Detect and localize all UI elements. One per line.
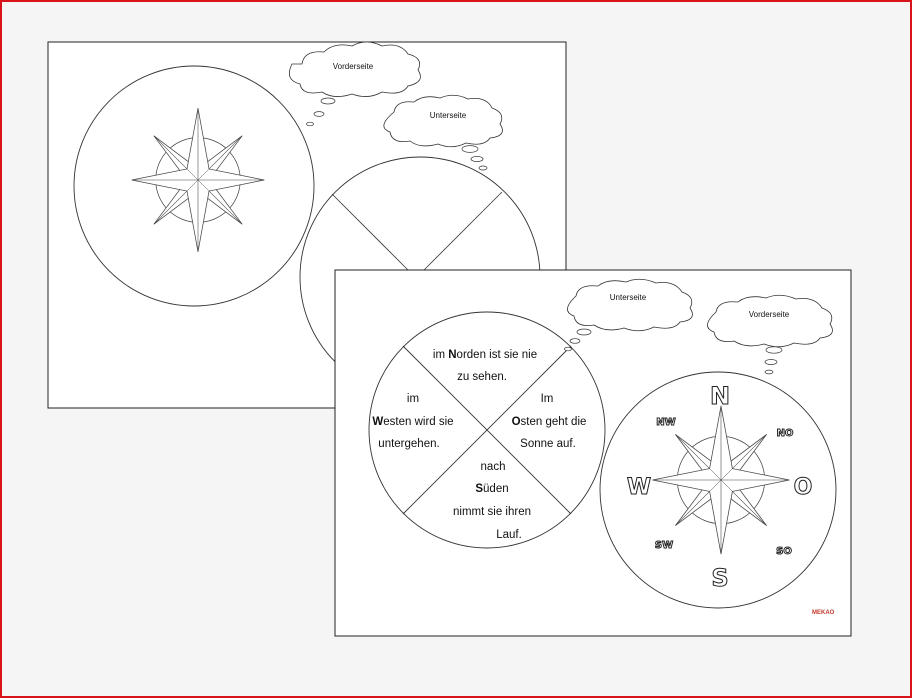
front-bubble-back: Unterseite — [564, 278, 693, 352]
front-bubble-front: Vorderseite — [707, 294, 833, 375]
compass-label-w: W — [627, 475, 651, 500]
back-bubble-front: Vorderseite — [288, 41, 421, 127]
back-bubble-front-label: Vorderseite — [333, 62, 374, 71]
compass-label-sw: SW — [655, 540, 673, 551]
wedge-south-line3: nimmt sie ihren — [453, 506, 531, 518]
wedge-north-line2: zu sehen. — [457, 371, 507, 383]
wedge-south-line1: nach — [481, 461, 506, 473]
wedge-west-line3: untergehen. — [378, 438, 439, 450]
wedge-east-line2: Osten geht die — [512, 416, 587, 428]
front-bubble-back-label: Unterseite — [610, 293, 647, 302]
wedge-south-line4: Lauf. — [496, 529, 522, 541]
publisher-logo: MEKAO — [812, 610, 835, 616]
front-bubble-front-label: Vorderseite — [749, 310, 790, 319]
compass-label-nw: NW — [656, 417, 675, 428]
back-bubble-back: Unterseite — [383, 94, 503, 171]
wedge-east-line1: Im — [541, 393, 554, 405]
wedge-disc: im Norden ist sie nie zu sehen. im Weste… — [368, 311, 606, 549]
front-sheet: im Norden ist sie nie zu sehen. im Weste… — [334, 269, 852, 637]
wedge-south-line2: Süden — [475, 483, 508, 495]
compass-label-s: S — [711, 564, 728, 592]
wedge-north-line1: im Norden ist sie nie — [433, 349, 537, 361]
compass-disc: N S W O NW NO SW SO — [599, 371, 837, 609]
wedge-east-line3: Sonne auf. — [520, 438, 576, 450]
wedge-west-line1: im — [407, 393, 419, 405]
wedge-west-line2: Westen wird sie — [372, 416, 453, 428]
back-sheet: Vorderseite Unterseite — [47, 41, 567, 409]
compass-label-so: SO — [776, 546, 792, 557]
compass-label-n: N — [710, 382, 730, 410]
compass-label-no: NO — [777, 428, 794, 439]
back-bubble-back-label: Unterseite — [430, 111, 467, 120]
compass-label-o: O — [794, 475, 813, 500]
